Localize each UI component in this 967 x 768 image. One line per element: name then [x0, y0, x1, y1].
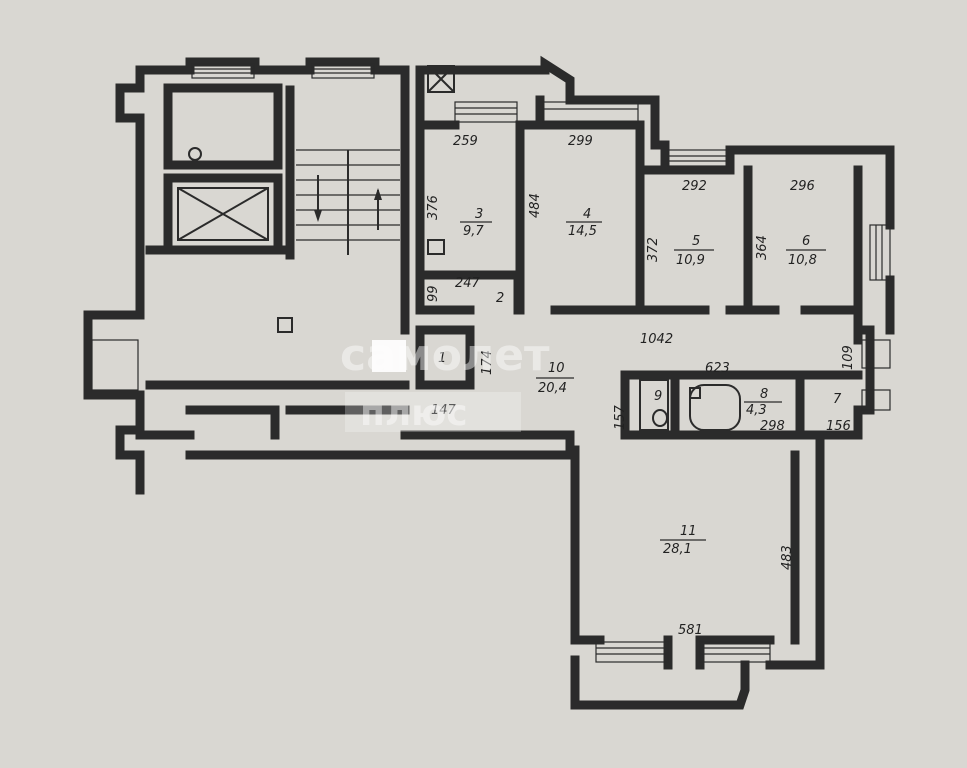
- dim-296: 296: [790, 179, 815, 194]
- dim-372: 372: [646, 237, 661, 262]
- watermark-line2: плюс: [360, 393, 468, 434]
- dim-147: 147: [431, 403, 457, 418]
- dim-483: 483: [780, 545, 795, 570]
- room-5-number: 5: [692, 234, 700, 249]
- room-7-number: 7: [833, 392, 842, 407]
- room-10-area: 20,4: [538, 381, 567, 396]
- dim-247: 247: [455, 276, 481, 291]
- dim-376: 376: [426, 195, 441, 220]
- dim-581: 581: [678, 623, 703, 638]
- room-10-number: 10: [548, 361, 565, 376]
- watermark: самолет плюс: [340, 330, 550, 434]
- room-8-number: 8: [760, 387, 768, 402]
- room-4-number: 4: [583, 207, 591, 222]
- dim-298: 298: [760, 419, 785, 434]
- room-6-area: 10,8: [788, 253, 817, 268]
- dim-156: 156: [826, 419, 851, 434]
- dimension-labels: 259 299 292 296 376 484 372 364 99 247 1…: [426, 134, 856, 638]
- room-2-number: 2: [496, 291, 504, 306]
- dim-1042: 1042: [640, 332, 673, 347]
- room-6-number: 6: [802, 234, 810, 249]
- walls: [83, 55, 895, 710]
- fixtures: [177, 65, 741, 431]
- dim-623: 623: [705, 361, 730, 376]
- dim-157: 157: [613, 404, 628, 430]
- room-8-area: 4,3: [746, 403, 767, 418]
- room-11-area: 28,1: [663, 542, 692, 557]
- room-3-area: 9,7: [463, 224, 484, 239]
- room-3-number: 3: [475, 207, 483, 222]
- dim-292: 292: [682, 179, 707, 194]
- room-labels: 1 2 3 9,7 4 14,5 5 10,9 6 10,8 7 8 4,3 9…: [438, 207, 842, 557]
- room-9-number: 9: [654, 389, 662, 404]
- dim-109: 109: [841, 345, 856, 370]
- stairs: [296, 149, 400, 255]
- room-11-number: 11: [680, 524, 697, 539]
- dim-364: 364: [755, 235, 770, 260]
- dim-174: 174: [480, 350, 495, 375]
- room-5-area: 10,9: [676, 253, 705, 268]
- dim-299: 299: [568, 134, 593, 149]
- dim-484: 484: [528, 193, 543, 218]
- dim-99: 99: [426, 285, 441, 302]
- windows: [91, 63, 891, 663]
- room-4-area: 14,5: [568, 224, 597, 239]
- dim-259: 259: [453, 134, 478, 149]
- room-1-number: 1: [438, 351, 446, 366]
- watermark-line1: самолет: [340, 330, 550, 381]
